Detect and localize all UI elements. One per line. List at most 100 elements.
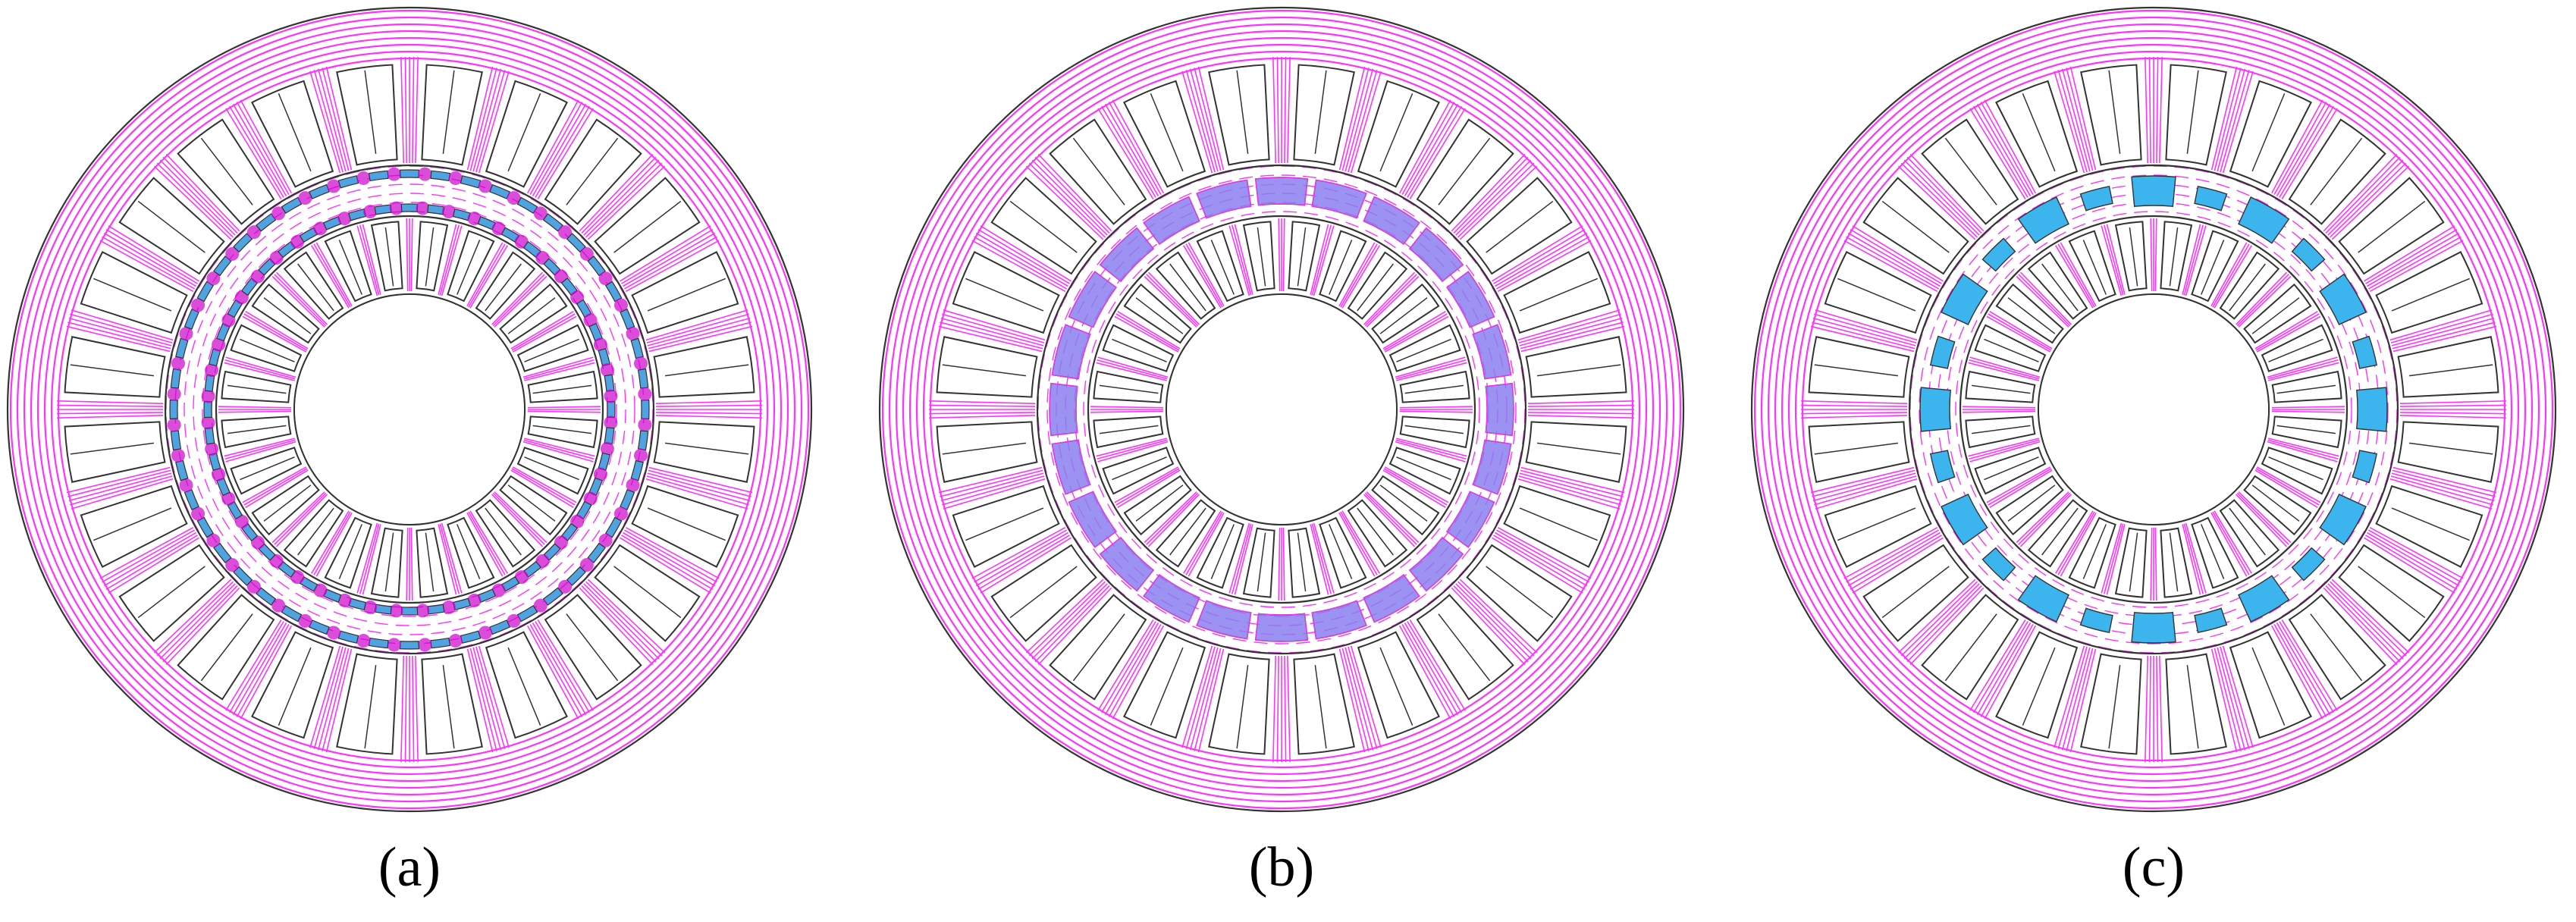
flux-line — [2391, 317, 2495, 347]
flux-line — [1520, 466, 1625, 494]
flux-line — [1031, 159, 1108, 236]
flux-line — [1112, 99, 1165, 194]
inner-slot — [1995, 475, 2064, 536]
flux-line — [1234, 224, 1253, 295]
flux-concentration — [201, 389, 215, 403]
flux-overlay — [1143, 196, 1200, 245]
pm-segment — [566, 566, 586, 586]
flux-line — [1310, 524, 1329, 595]
flux-overlay — [1099, 227, 1154, 282]
flux-line — [1492, 225, 1583, 282]
flux-concentration — [298, 613, 312, 628]
inner-slot — [2271, 416, 2342, 449]
flux-line — [645, 309, 748, 341]
flux-line — [929, 414, 1036, 419]
flux-overlay — [1446, 491, 1495, 548]
inner-slot — [2219, 499, 2280, 568]
flux-line — [620, 225, 711, 282]
coil-divider — [2408, 364, 2493, 377]
flux-line — [2183, 523, 2204, 594]
flux-line — [1900, 581, 1978, 657]
flux-line — [356, 225, 378, 296]
pm-segment — [607, 400, 616, 419]
flux-line — [1527, 414, 1634, 419]
flux-line — [410, 527, 413, 601]
flux-concentration — [327, 179, 341, 193]
boundary-circle — [1165, 293, 1398, 526]
flux-line — [2267, 359, 2339, 380]
flux-line — [647, 472, 751, 502]
flux-line — [1194, 67, 1222, 171]
flux-line — [535, 621, 591, 713]
flux-line — [1090, 406, 1164, 409]
flux-concentration — [271, 206, 286, 221]
flux-concentration — [269, 554, 284, 568]
flux-line — [940, 321, 1043, 350]
flux-concentration — [387, 638, 401, 652]
flux-line — [1492, 537, 1583, 594]
coil-divider — [507, 647, 541, 726]
outer-slot — [1503, 485, 1611, 568]
coil-divider — [364, 70, 377, 155]
flux-line — [1395, 356, 1466, 378]
flux-line — [441, 522, 463, 594]
outer-slot — [1808, 421, 1910, 483]
coil-divider — [1944, 613, 1997, 682]
flux-line — [468, 511, 506, 575]
flux-line — [236, 102, 290, 196]
coil-divider — [1486, 566, 1554, 619]
flux-line — [1344, 647, 1374, 751]
outer-slot — [1416, 594, 1514, 701]
inner-slot — [221, 416, 292, 449]
flux-line — [512, 466, 577, 503]
coil-divider — [524, 338, 579, 362]
flux-line — [2271, 410, 2345, 413]
outer-slot — [485, 631, 568, 739]
outer-slot — [177, 594, 275, 701]
outer-slot — [2288, 118, 2386, 225]
inner-slot — [324, 516, 372, 589]
flux-line — [1518, 313, 1621, 343]
flux-concentration — [179, 327, 193, 341]
flux-line — [2390, 475, 2493, 506]
flux-line — [165, 587, 240, 666]
flux-concentration — [225, 246, 240, 261]
flux-line — [2254, 311, 2318, 350]
outer-slot — [2288, 594, 2386, 701]
flux-overlay — [1051, 439, 1091, 495]
coil-divider — [240, 338, 295, 362]
coil-divider — [1210, 524, 1235, 579]
flux-line — [242, 466, 307, 503]
flux-line — [271, 491, 325, 544]
flux-line — [1232, 224, 1252, 296]
flux-concentration — [201, 416, 215, 430]
flux-line — [1900, 162, 1978, 238]
flux-line — [1909, 153, 1985, 232]
flux-line — [1185, 243, 1223, 308]
flux-line — [2018, 274, 2071, 327]
flux-line — [1963, 410, 2036, 413]
coil-divider — [566, 137, 619, 205]
flux-line — [2273, 623, 2327, 717]
pm-segment — [400, 203, 419, 212]
flux-concentration — [171, 356, 185, 371]
flux-line — [68, 472, 172, 502]
flux-line — [2391, 472, 2495, 502]
coil-divider — [1009, 200, 1078, 253]
pm-segment — [604, 516, 623, 538]
flux-line — [1909, 587, 1985, 666]
pm-segment — [427, 204, 445, 215]
permanent-magnets — [167, 167, 652, 652]
outer-slot — [2080, 64, 2142, 166]
coil-divider — [2129, 532, 2138, 592]
flux-line — [1037, 587, 1112, 666]
flux-line — [404, 655, 407, 762]
flux-line — [1986, 466, 2051, 503]
inner-slot — [475, 251, 536, 320]
flux-concentration — [491, 583, 506, 597]
flux-line — [529, 102, 583, 196]
inner-slot — [1319, 516, 1367, 589]
flux-line — [2106, 524, 2126, 595]
flux-line — [225, 108, 282, 199]
flux-line — [1794, 50, 2513, 769]
